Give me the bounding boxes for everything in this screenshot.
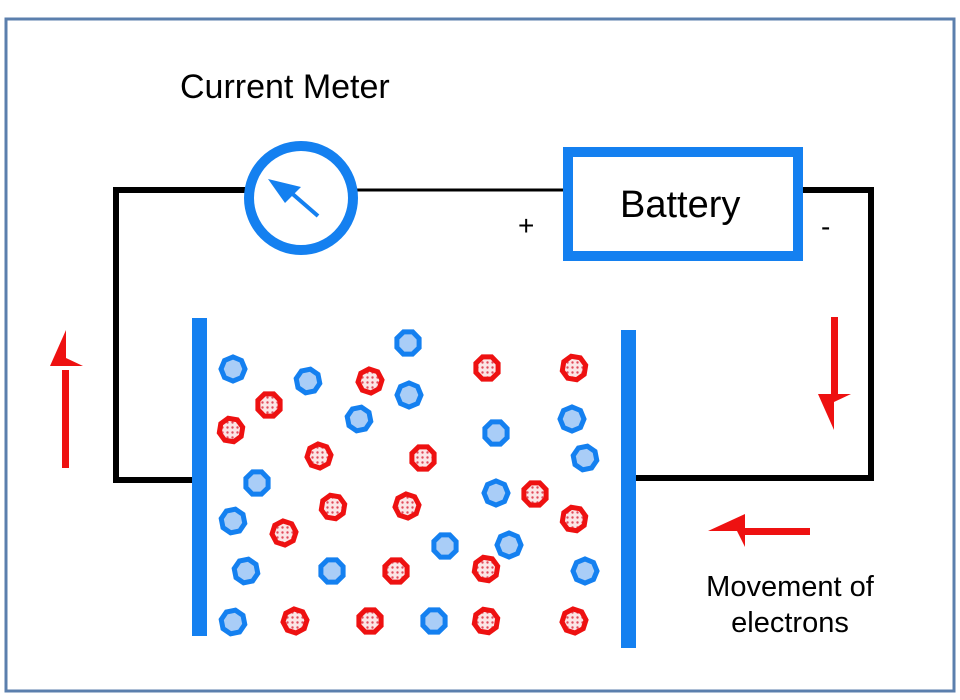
current-arrow-up — [50, 330, 83, 468]
red-ion — [473, 354, 501, 382]
red-ion — [355, 366, 385, 396]
red-ion — [304, 441, 334, 471]
blue-ion — [394, 329, 422, 357]
electron-movement-label-line1: Movement of — [706, 571, 875, 603]
red-ion — [392, 491, 422, 521]
blue-ion — [344, 404, 374, 434]
battery-positive-terminal: + — [518, 210, 534, 241]
blue-ion — [218, 354, 248, 384]
current-meter — [244, 141, 358, 255]
battery-box — [563, 147, 803, 261]
right-electrode — [621, 330, 636, 648]
red-ion — [559, 606, 589, 636]
battery-label: Battery — [620, 184, 740, 226]
left-electrode — [192, 318, 207, 636]
red-ion — [471, 554, 501, 584]
blue-ion — [431, 532, 459, 560]
battery-negative-terminal: - — [821, 211, 830, 242]
blue-ion — [318, 557, 346, 585]
red-ion — [559, 504, 589, 534]
blue-ion — [218, 506, 248, 536]
blue-ion — [570, 556, 600, 586]
arrow-down-icon — [818, 394, 851, 430]
red-ion — [356, 607, 384, 635]
arrow-left-icon — [708, 514, 745, 547]
red-ion — [255, 391, 283, 419]
ion-particles — [216, 329, 600, 637]
blue-ion — [570, 443, 600, 473]
red-ion — [382, 557, 410, 585]
red-ion — [409, 444, 437, 472]
blue-ion — [394, 380, 424, 410]
blue-ion — [218, 607, 248, 637]
red-ion — [521, 480, 549, 508]
red-ion — [559, 353, 589, 383]
battery: Battery + - — [518, 147, 830, 261]
circuit-wires — [113, 187, 874, 483]
current-meter-dial — [244, 141, 358, 255]
blue-ion — [481, 478, 511, 508]
red-ion — [318, 492, 348, 522]
blue-ion — [231, 556, 261, 586]
meter-needle-arrowhead-icon — [268, 179, 301, 203]
red-ion — [280, 606, 310, 636]
blue-ion — [494, 530, 524, 560]
wire-right — [632, 187, 874, 481]
electron-movement-label-line2: electrons — [731, 607, 849, 639]
current-meter-title: Current Meter — [180, 68, 390, 106]
wire-left — [113, 187, 246, 483]
red-ion — [471, 606, 501, 636]
arrow-up-icon — [50, 330, 83, 366]
red-ion — [216, 415, 246, 445]
blue-ion — [243, 469, 271, 497]
blue-ion — [293, 366, 323, 396]
red-ion — [269, 518, 299, 548]
blue-ion — [420, 607, 448, 635]
electron-arrow-left — [708, 514, 810, 547]
current-arrow-down — [818, 317, 851, 430]
blue-ion — [557, 404, 587, 434]
blue-ion — [482, 419, 510, 447]
